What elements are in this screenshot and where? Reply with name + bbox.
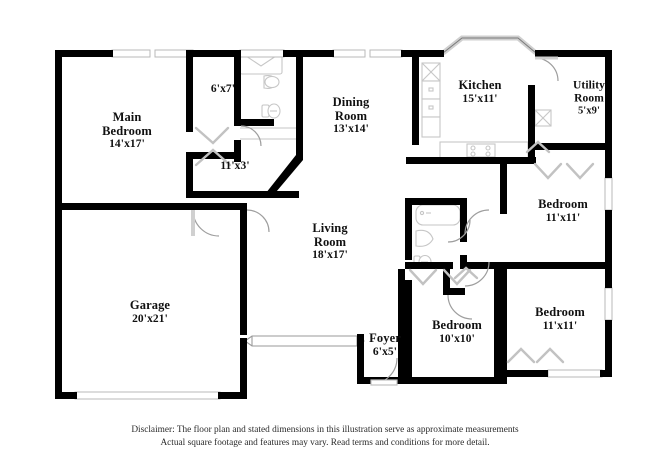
bifold-utility-hall bbox=[533, 162, 563, 180]
wall-exterior-top-b bbox=[283, 50, 334, 57]
wall-closet-right-upper bbox=[234, 50, 241, 126]
wall-bedroom4-closet-divider bbox=[443, 269, 450, 291]
wall-exterior-right-c bbox=[605, 320, 612, 377]
master-bath-sink-icon bbox=[263, 75, 280, 89]
wall-master-bath-right bbox=[296, 50, 303, 158]
wall-hall-closet-bottom bbox=[186, 191, 299, 198]
window-bedroom-3-bottom bbox=[547, 369, 603, 378]
door-bedroom-3 bbox=[464, 261, 490, 287]
master-bath-toilet-icon bbox=[261, 103, 281, 119]
wall-garage-right-upper bbox=[240, 210, 247, 335]
bifold-bedroom4-closet-a bbox=[408, 268, 438, 286]
wall-kitchen-bottom-b bbox=[528, 150, 535, 164]
wall-exterior-left-lower bbox=[55, 210, 62, 399]
wall-hall-closet-top bbox=[186, 152, 241, 159]
wall-foyer-left bbox=[357, 334, 364, 380]
disclaimer: Disclaimer: The floor plan and stated di… bbox=[0, 424, 650, 451]
wall-hall-bath-right-b bbox=[460, 255, 467, 269]
wall-exterior-right-b bbox=[605, 210, 612, 288]
wall-bottom-bedroom4 bbox=[405, 377, 500, 384]
wall-living-top-stub bbox=[296, 150, 303, 160]
wall-exterior-top-left bbox=[55, 50, 113, 57]
wall-kitchen-bottom bbox=[406, 157, 536, 164]
kitchen-appliance-stack-icon bbox=[421, 62, 441, 138]
bifold-hall-closet bbox=[194, 148, 232, 167]
wall-closet-right-lower bbox=[234, 140, 241, 162]
wall-hall-bath-bottom bbox=[405, 262, 453, 269]
door-garage-entry bbox=[246, 209, 270, 233]
door-main-bedroom bbox=[191, 209, 220, 237]
wall-hall-bath-top bbox=[405, 198, 467, 205]
wall-garage-bottom-left bbox=[55, 392, 77, 399]
door-foyer-entry bbox=[370, 357, 398, 386]
wall-exterior-right-a bbox=[605, 50, 612, 178]
door-hall-bathroom bbox=[447, 219, 471, 243]
garage-door bbox=[74, 391, 221, 400]
wall-foyer-right bbox=[398, 269, 405, 384]
wall-hall-stub-mid bbox=[467, 262, 507, 269]
wall-bottom-bedroom3 bbox=[500, 370, 548, 377]
window-dining-a bbox=[332, 49, 366, 58]
window-bedroom-3 bbox=[604, 287, 613, 321]
utility-water-heater-icon bbox=[534, 109, 552, 127]
bifold-master-closet bbox=[194, 126, 230, 145]
doors-group bbox=[191, 56, 559, 386]
disclaimer-line-1: Disclaimer: The floor plan and stated di… bbox=[131, 425, 519, 435]
kitchen-island-range-icon bbox=[439, 141, 529, 159]
wall-exterior-left-upper bbox=[55, 50, 62, 210]
wall-living-right-lower bbox=[405, 280, 412, 384]
window-main-bedroom-a bbox=[111, 49, 151, 58]
wall-garage-right-lower bbox=[240, 338, 247, 399]
door-bedroom-4 bbox=[447, 294, 473, 320]
door-bedroom-2 bbox=[464, 209, 490, 235]
master-bath-vanity-counter bbox=[240, 127, 302, 140]
bifold-bedroom3-closet-b bbox=[535, 347, 565, 364]
bifold-utility-hall-b bbox=[565, 162, 595, 180]
wall-hall-bath-right bbox=[460, 198, 467, 242]
wall-hall-right-lower bbox=[500, 262, 507, 320]
wall-garage-top bbox=[55, 203, 247, 210]
wall-exterior-top-a bbox=[192, 50, 241, 57]
window-dining-b bbox=[369, 49, 403, 58]
kitchen-bay-window bbox=[441, 35, 538, 55]
windows-group bbox=[74, 49, 613, 400]
wall-main-bedroom-right-upper bbox=[186, 50, 193, 132]
wall-living-right-upper bbox=[405, 198, 412, 260]
door-master-bath bbox=[240, 125, 262, 147]
closet-doors-group bbox=[194, 126, 595, 364]
wall-hall-closet-angled bbox=[262, 155, 303, 198]
wall-exterior-top-c bbox=[401, 50, 444, 57]
walls-group bbox=[55, 50, 612, 399]
wall-utility-bottom bbox=[528, 143, 612, 150]
door-utility-room bbox=[534, 56, 559, 82]
bifold-hall-linen bbox=[453, 266, 479, 280]
hall-bath-tub-icon bbox=[415, 204, 461, 226]
wall-bedroom4-closet-base bbox=[443, 288, 465, 295]
bifold-bedroom3-closet-a bbox=[506, 347, 536, 364]
wall-hall-stub-top bbox=[460, 198, 467, 210]
wall-bedroom4-right bbox=[494, 269, 501, 379]
wall-exterior-top-d bbox=[535, 50, 612, 57]
wall-bedroom2-bottom bbox=[500, 262, 612, 269]
hall-bath-sink-icon bbox=[415, 229, 434, 247]
bifold-kitchen-pantry bbox=[525, 140, 551, 154]
wall-bottom-right-corner bbox=[600, 370, 612, 377]
wall-dining-right bbox=[412, 57, 419, 145]
bifold-bedroom4-closet-b bbox=[442, 268, 472, 286]
window-bedroom-2 bbox=[604, 177, 613, 211]
covered-walkway bbox=[244, 335, 365, 347]
wall-hall-right-b bbox=[500, 320, 507, 377]
wall-hall-closet-left bbox=[186, 152, 193, 198]
wall-master-bath-divider bbox=[234, 119, 274, 126]
wall-utility-left bbox=[528, 85, 535, 143]
wall-garage-bottom-right bbox=[218, 392, 240, 399]
wall-hall-right-upper bbox=[500, 164, 507, 214]
disclaimer-line-2: Actual square footage and features may v… bbox=[160, 438, 490, 449]
window-master-bath bbox=[239, 49, 285, 58]
